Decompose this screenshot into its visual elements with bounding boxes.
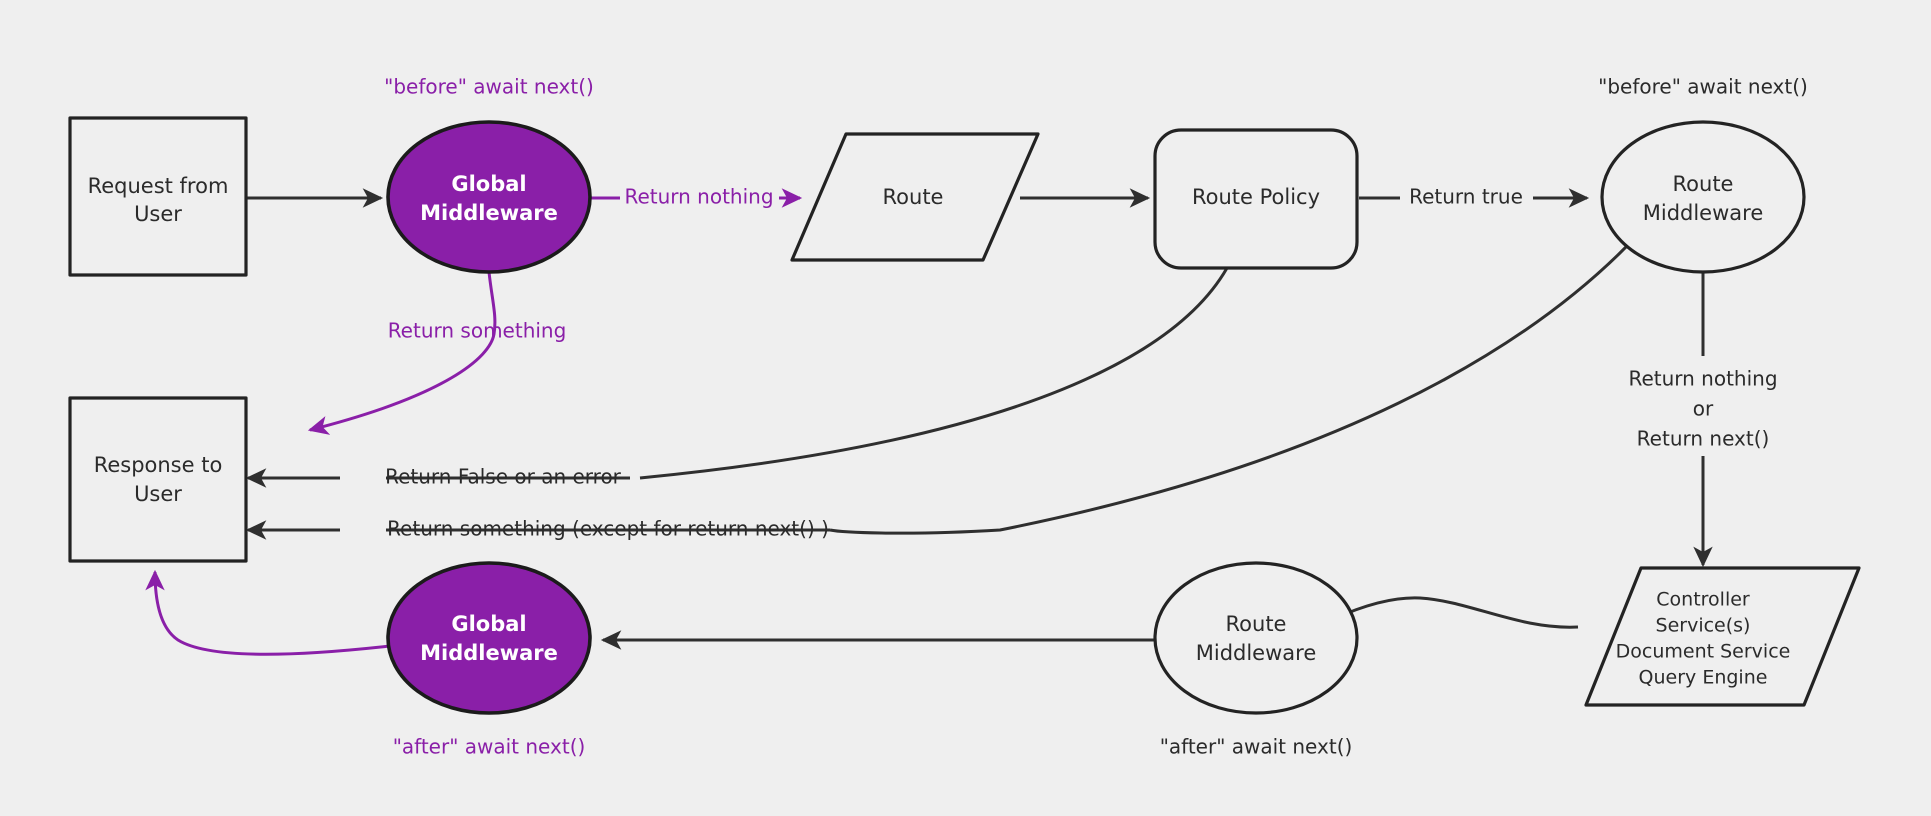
global-middleware-before-ellipse — [386, 120, 592, 274]
node-route-middleware-before[interactable]: Route Middleware — [1600, 120, 1806, 274]
controller-stack-label-line2: Service(s) — [1656, 615, 1751, 637]
annotation-before-await-next-global: "before" await next() — [384, 75, 594, 99]
controller-stack-label-line3: Document Service — [1616, 641, 1791, 663]
global-middleware-before-label-line2: Middleware — [420, 201, 558, 225]
edge-label-return-nothing-or-line1: Return nothing — [1628, 367, 1777, 391]
route-parallelogram — [790, 132, 1040, 262]
response-to-user-box — [68, 396, 248, 563]
global-middleware-after-label-line1: Global — [451, 612, 526, 636]
node-request-from-user[interactable]: Request from User — [68, 116, 248, 277]
request-from-user-label-line1: Request from — [88, 174, 229, 198]
node-route-middleware-after[interactable]: Route Middleware — [1153, 561, 1359, 715]
response-to-user-label-line1: Response to — [94, 453, 223, 477]
controller-stack-parallelogram — [1584, 566, 1861, 707]
route-middleware-after-label-line2: Middleware — [1196, 641, 1317, 665]
node-global-middleware-after[interactable]: Global Middleware — [386, 561, 592, 715]
edge-label-return-nothing-or-line2: or — [1693, 397, 1714, 421]
edge-global-before-to-response — [307, 271, 497, 435]
route-middleware-after-label-line1: Route — [1226, 612, 1287, 636]
edge-routemw-to-response-curve — [829, 224, 1648, 535]
global-middleware-before-label-line1: Global — [451, 172, 526, 196]
route-middleware-before-label-line1: Route — [1673, 172, 1734, 196]
edge-policy-to-response-curve — [639, 267, 1229, 480]
edge-label-return-something: Return something — [388, 319, 567, 343]
route-middleware-after-ellipse — [1153, 561, 1359, 715]
route-policy-label: Route Policy — [1192, 185, 1320, 209]
edge-label-return-true: Return true — [1409, 185, 1523, 209]
annotation-after-await-next-route: "after" await next() — [1160, 735, 1353, 759]
node-controller-stack[interactable]: Controller Service(s) Document Service Q… — [1584, 566, 1861, 707]
route-middleware-before-ellipse — [1600, 120, 1806, 274]
annotation-after-await-next-global: "after" await next() — [393, 735, 586, 759]
global-middleware-after-ellipse — [386, 561, 592, 715]
edge-label-return-something-except: Return something (except for return next… — [387, 517, 829, 541]
global-middleware-after-label-line2: Middleware — [420, 641, 558, 665]
request-from-user-label-line2: User — [134, 202, 182, 226]
edge-label-return-nothing-or-line3: Return next() — [1637, 427, 1770, 451]
route-label: Route — [883, 185, 944, 209]
edge-label-return-false-or-error: Return False or an error — [385, 465, 622, 489]
node-global-middleware-before[interactable]: Global Middleware — [386, 120, 592, 274]
request-from-user-box — [68, 116, 248, 277]
node-route[interactable]: Route — [790, 132, 1040, 262]
edge-global-after-to-response — [145, 569, 391, 656]
annotation-before-await-next-route: "before" await next() — [1598, 75, 1808, 99]
route-middleware-before-label-line2: Middleware — [1643, 201, 1764, 225]
controller-stack-label-line1: Controller — [1656, 589, 1750, 611]
edge-label-return-nothing: Return nothing — [624, 185, 773, 209]
route-policy-box — [1153, 128, 1359, 270]
controller-stack-label-line4: Query Engine — [1639, 667, 1768, 689]
node-route-policy[interactable]: Route Policy — [1153, 128, 1359, 270]
response-to-user-label-line2: User — [134, 482, 182, 506]
node-response-to-user[interactable]: Response to User — [68, 396, 248, 563]
